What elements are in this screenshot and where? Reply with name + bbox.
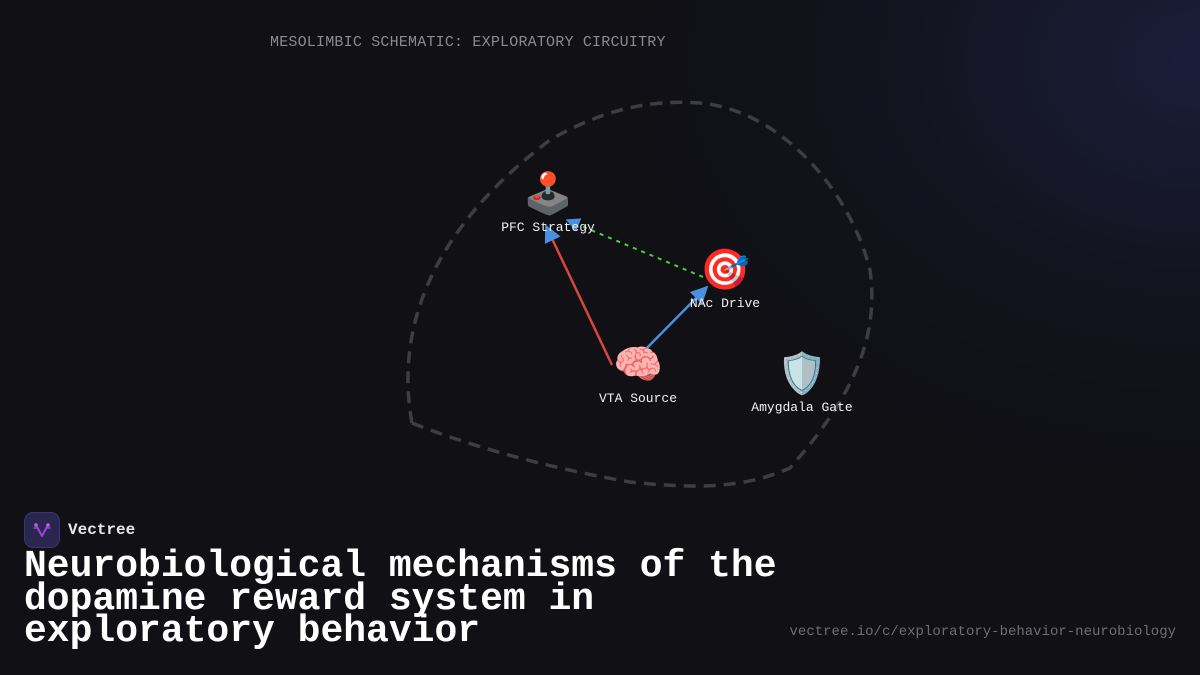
region-boundary (406, 100, 874, 488)
brand-name: Vectree (68, 521, 136, 539)
page-title: Neurobiological mechanisms of the dopami… (24, 545, 777, 653)
edge-vta-nac (639, 285, 709, 356)
node-label: PFC Strategy (501, 220, 595, 235)
shield-icon: 🛡️ (777, 355, 827, 400)
target-dart-icon: 🎯 (700, 251, 750, 296)
node-label: VTA Source (598, 391, 678, 406)
node-label: Amygdala Gate (751, 400, 853, 415)
joystick-icon: 🕹️ (523, 175, 573, 220)
vectree-logo-icon (24, 512, 60, 548)
page-url[interactable]: vectree.io/c/exploratory-behavior-neurob… (789, 624, 1176, 640)
brain-icon: 🧠 (613, 346, 663, 391)
node-label: NAc Drive (689, 296, 761, 311)
node-pfc-strategy[interactable]: 🕹️ PFC Strategy (501, 175, 595, 236)
node-vta-source[interactable]: 🧠 VTA Source (598, 346, 678, 407)
brand: Vectree (24, 512, 135, 548)
edge-nac-pfc (565, 218, 704, 278)
schematic-title: MESOLIMBIC SCHEMATIC: EXPLORATORY CIRCUI… (270, 34, 666, 51)
edge-vta-pfc (544, 224, 614, 366)
node-nac-drive[interactable]: 🎯 NAc Drive (689, 251, 761, 312)
node-amygdala-gate[interactable]: 🛡️ Amygdala Gate (751, 355, 853, 416)
